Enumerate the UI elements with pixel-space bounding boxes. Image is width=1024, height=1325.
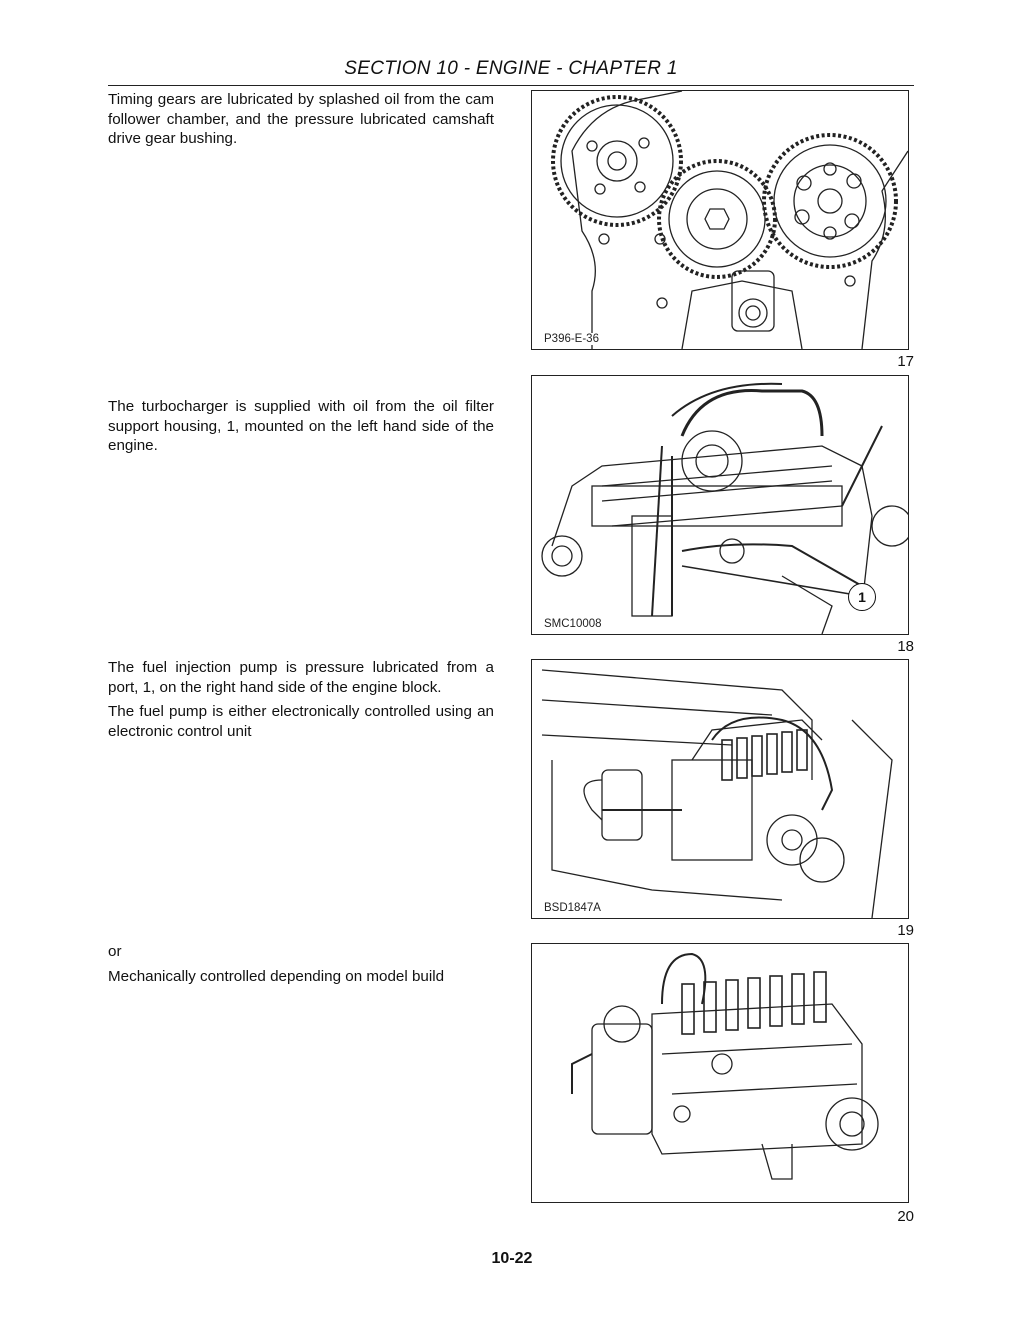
- header-rule: [108, 85, 914, 86]
- page-number: 10-22: [491, 1250, 533, 1267]
- figure-number-17: 17: [897, 353, 914, 370]
- paragraph-timing-gears: Timing gears are lubricated by splashed …: [108, 90, 494, 154]
- timing-gears-illustration: [551, 91, 908, 349]
- figure-code: P396-E-36: [542, 333, 601, 345]
- callout-oil-filter-housing: 1: [848, 583, 876, 611]
- mechanical-pump-illustration: [571, 952, 879, 1180]
- paragraph-text: The fuel pump is either electronically c…: [108, 703, 494, 740]
- figure-number-20: 20: [897, 1208, 914, 1225]
- figure-code: SMC10008: [542, 618, 604, 630]
- paragraph-text: The fuel injection pump is pressure lubr…: [108, 659, 494, 696]
- figure-17-timing-gears: P396-E-36: [531, 90, 909, 350]
- turbocharger-illustration: [541, 382, 908, 634]
- figure-code: BSD1847A: [542, 902, 603, 914]
- paragraph-turbocharger: The turbocharger is supplied with oil fr…: [108, 397, 494, 461]
- figure-number-18: 18: [897, 638, 914, 655]
- paragraph-text: Timing gears are lubricated by splashed …: [108, 91, 494, 147]
- paragraph-text: or: [108, 943, 122, 960]
- paragraph-fuel-injection-pump: The fuel injection pump is pressure lubr…: [108, 658, 494, 746]
- section-header: SECTION 10 - ENGINE - CHAPTER 1: [344, 58, 678, 79]
- paragraph-text: Mechanically controlled depending on mod…: [108, 967, 445, 985]
- figure-number-19: 19: [897, 922, 914, 939]
- figure-20-mechanical-pump: [531, 943, 909, 1203]
- paragraph-text: The turbocharger is supplied with oil fr…: [108, 398, 494, 454]
- figure-19-electronic-pump: BSD1847A: [531, 659, 909, 919]
- figure-18-turbocharger: 1 SMC10008: [531, 375, 909, 635]
- electronic-pump-illustration: [541, 669, 893, 918]
- paragraph-mechanical-option: or Mechanically controlled depending on …: [108, 942, 494, 991]
